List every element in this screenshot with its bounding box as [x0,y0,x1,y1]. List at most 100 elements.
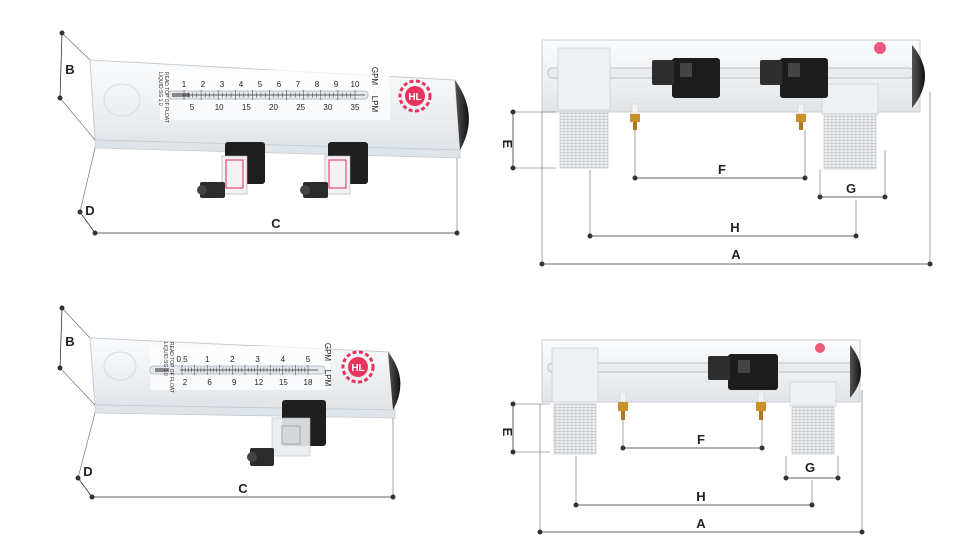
label-e-2: E [500,428,515,437]
brand-logo-2: HL [341,350,375,384]
label-c: C [271,216,281,231]
label-h: H [730,220,739,235]
gpm-tick-label: 1 [182,80,187,89]
brass-stud-1 [630,103,640,130]
port-ring-left [103,83,141,117]
logo-text: HL [408,92,421,103]
gpm-tick-label: 5 [258,80,263,89]
lpm-tick-label: 15 [279,378,288,387]
dimension-c: C [92,158,460,236]
scale-ticks [183,90,356,100]
lpm-tick-label: 9 [232,378,237,387]
liquid-sg-text: LIQUID:SG 1.0 [157,72,163,106]
brass-stud-4 [756,391,766,420]
lpm-tick-label: 25 [296,103,305,112]
port-ring-left-2 [103,351,137,381]
dimension-d: D [77,147,96,234]
inlet-thread-2 [553,403,597,455]
gpm-unit-label: GPM [370,67,379,86]
float-2 [155,368,169,372]
lpm-tick-label: 12 [254,378,263,387]
dimension-d-2: D [75,412,96,498]
side-view-top: E F G H [500,39,933,267]
side-end-cap-2 [850,345,861,398]
outlet-thread [823,113,877,170]
inlet-thread [559,111,609,169]
gpm-tick-label: 3 [220,80,225,89]
end-cap-2 [388,352,401,410]
liquid-sg-text-2: LIQUID:SG 1.0 [162,342,168,376]
dimension-b-2: B [57,305,96,406]
label-f-2: F [697,432,705,447]
read-top-text-2: READ TOP OF FLOAT [168,342,174,393]
lpm-tick-label: 2 [183,378,188,387]
lpm-unit-label: LPM [370,96,379,113]
label-c-2: C [238,481,248,496]
gpm-tick-label: 3 [255,355,260,364]
reed-switch-3 [247,400,326,466]
lpm-tick-label: 18 [304,378,313,387]
gpm-tick-label: 8 [315,80,320,89]
logo-text-2: HL [351,363,364,374]
dimension-f-2: F [620,420,765,451]
side-logo-2 [815,343,825,353]
gpm-tick-label: 2 [230,355,235,364]
dimension-b: B [57,30,96,141]
side-logo [874,42,886,54]
inlet-fitting-2 [551,347,599,403]
label-g: G [846,181,856,196]
outlet-fitting [821,83,879,115]
gpm-tick-label: 5 [306,355,311,364]
lpm-tick-label: 10 [215,103,224,112]
side-switch-1 [652,58,720,98]
inlet-fitting [557,47,611,111]
gpm-tick-labels-2: 0.5 1 2 3 4 5 [176,355,310,364]
label-d-2: D [83,464,92,479]
lpm-tick-label: 30 [323,103,332,112]
gpm-tick-label: 2 [201,80,206,89]
label-b-2: B [65,334,74,349]
side-switch-3 [708,354,778,390]
dimension-h: H [587,170,859,239]
reed-switch-2 [300,142,368,198]
label-e: E [500,140,515,149]
dimension-a: A [539,92,933,267]
gpm-tick-label: 6 [277,80,282,89]
label-b: B [65,62,74,77]
lpm-tick-labels-2: 2 6 9 12 15 18 [183,378,313,387]
side-end-cap [912,45,925,108]
gpm-tick-label: 4 [281,355,286,364]
lpm-tick-label: 6 [207,378,212,387]
gpm-tick-label: 7 [296,80,301,89]
gpm-tick-labels: 1 2 3 4 5 6 7 8 9 10 [182,80,360,89]
dimension-g: G [817,150,888,200]
gpm-tick-label: 0.5 [176,355,188,364]
gpm-tick-label: 9 [334,80,339,89]
scale-ticks-2 [181,365,309,375]
float [172,93,190,97]
gpm-tick-label: 1 [205,355,210,364]
label-a: A [731,247,741,262]
lpm-unit-label-2: LPM [323,370,332,387]
label-f: F [718,162,726,177]
label-g-2: G [805,460,815,475]
gpm-tick-label: 10 [351,80,360,89]
label-d: D [85,203,94,218]
dimension-c-2: C [89,418,396,500]
gpm-tick-label: 4 [239,80,244,89]
lpm-tick-label: 20 [269,103,278,112]
brass-stud-3 [618,391,628,420]
brass-stud-2 [796,103,806,130]
side-switch-2 [760,58,828,98]
lpm-tick-label: 5 [190,103,195,112]
side-view-bottom: E F G H [500,339,865,535]
lpm-tick-label: 35 [351,103,360,112]
dimension-g-2: G [783,456,841,481]
outlet-thread-2 [791,405,835,455]
label-a-2: A [696,516,706,531]
read-top-text: READ TOP OF FLOAT [163,72,169,123]
